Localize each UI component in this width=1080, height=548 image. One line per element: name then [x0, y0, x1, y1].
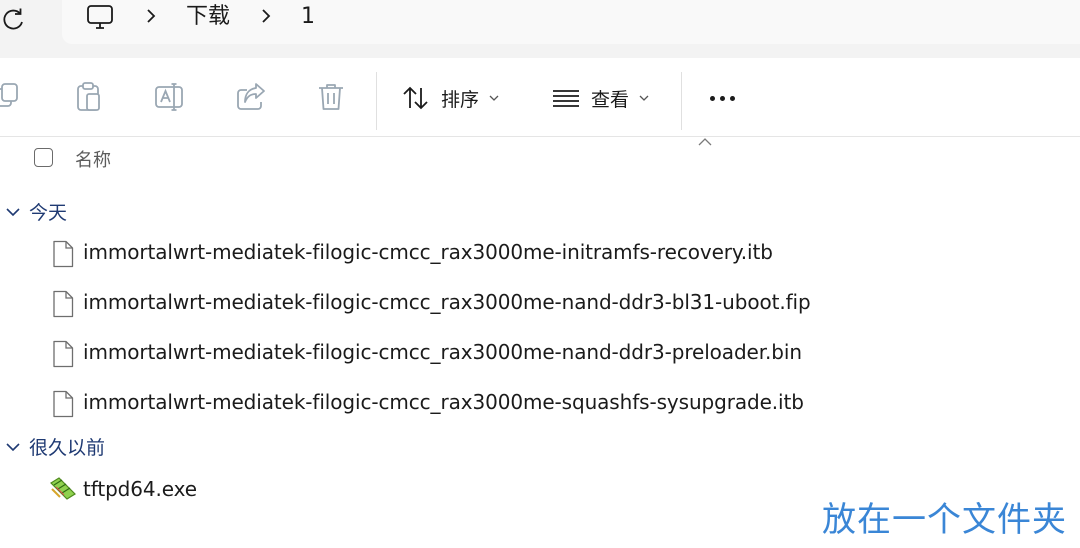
group-header-long-ago[interactable]: 很久以前	[0, 431, 300, 463]
column-header: 名称	[0, 140, 1080, 178]
file-row[interactable]: immortalwrt-mediatek-filogic-cmcc_rax300…	[44, 381, 1044, 425]
chevron-right-icon[interactable]	[259, 6, 273, 26]
more-options-button[interactable]	[700, 82, 744, 114]
chevron-down-icon	[6, 208, 20, 217]
group-label: 今天	[29, 202, 68, 224]
document-icon	[53, 390, 74, 418]
group-header-today[interactable]: 今天	[0, 196, 300, 228]
refresh-icon[interactable]	[0, 4, 30, 34]
rename-icon[interactable]	[153, 80, 187, 114]
file-name: immortalwrt-mediatek-filogic-cmcc_rax300…	[83, 290, 811, 314]
sort-label: 排序	[441, 88, 480, 111]
chevron-down-icon	[639, 95, 649, 101]
command-bar: 排序 查看	[0, 58, 1080, 137]
watermark-text: 放在一个文件夹	[822, 500, 1067, 540]
sort-ascending-caret-icon	[698, 138, 712, 146]
toolbar-separator	[376, 72, 377, 130]
address-box[interactable]	[62, 0, 1080, 44]
chevron-down-icon	[6, 443, 20, 452]
document-icon	[53, 240, 74, 268]
toolbar-separator	[681, 72, 682, 130]
file-row[interactable]: tftpd64.exe	[44, 468, 1044, 512]
tftpd-app-icon	[50, 477, 76, 500]
more-dots-icon	[709, 95, 715, 101]
file-row[interactable]: immortalwrt-mediatek-filogic-cmcc_rax300…	[44, 231, 1044, 275]
chevron-down-icon	[489, 95, 499, 101]
file-name: immortalwrt-mediatek-filogic-cmcc_rax300…	[83, 240, 773, 264]
document-icon	[53, 290, 74, 318]
copy-icon[interactable]	[0, 80, 26, 114]
group-label: 很久以前	[29, 437, 106, 459]
file-row[interactable]: immortalwrt-mediatek-filogic-cmcc_rax300…	[44, 331, 1044, 375]
document-icon	[53, 340, 74, 368]
paste-icon[interactable]	[73, 80, 107, 114]
view-label: 查看	[591, 88, 630, 111]
view-button[interactable]: 查看	[551, 78, 649, 118]
breadcrumb-item-folder[interactable]: 1	[301, 4, 315, 29]
file-name: immortalwrt-mediatek-filogic-cmcc_rax300…	[83, 340, 802, 364]
view-lines-icon	[553, 90, 579, 107]
file-name: tftpd64.exe	[83, 477, 197, 501]
file-row[interactable]: immortalwrt-mediatek-filogic-cmcc_rax300…	[44, 281, 1044, 325]
sort-button[interactable]: 排序	[401, 78, 499, 118]
chevron-right-icon[interactable]	[144, 6, 158, 26]
share-icon[interactable]	[234, 80, 268, 114]
breadcrumb-item-downloads[interactable]: 下载	[186, 4, 231, 29]
column-name-header[interactable]: 名称	[75, 150, 111, 171]
trash-icon[interactable]	[314, 80, 348, 114]
file-name: immortalwrt-mediatek-filogic-cmcc_rax300…	[83, 390, 804, 414]
select-all-checkbox[interactable]	[34, 148, 53, 167]
address-bar-area: 下载 1	[0, 0, 1080, 58]
sort-arrows-icon	[403, 86, 428, 110]
monitor-icon[interactable]	[85, 2, 115, 32]
